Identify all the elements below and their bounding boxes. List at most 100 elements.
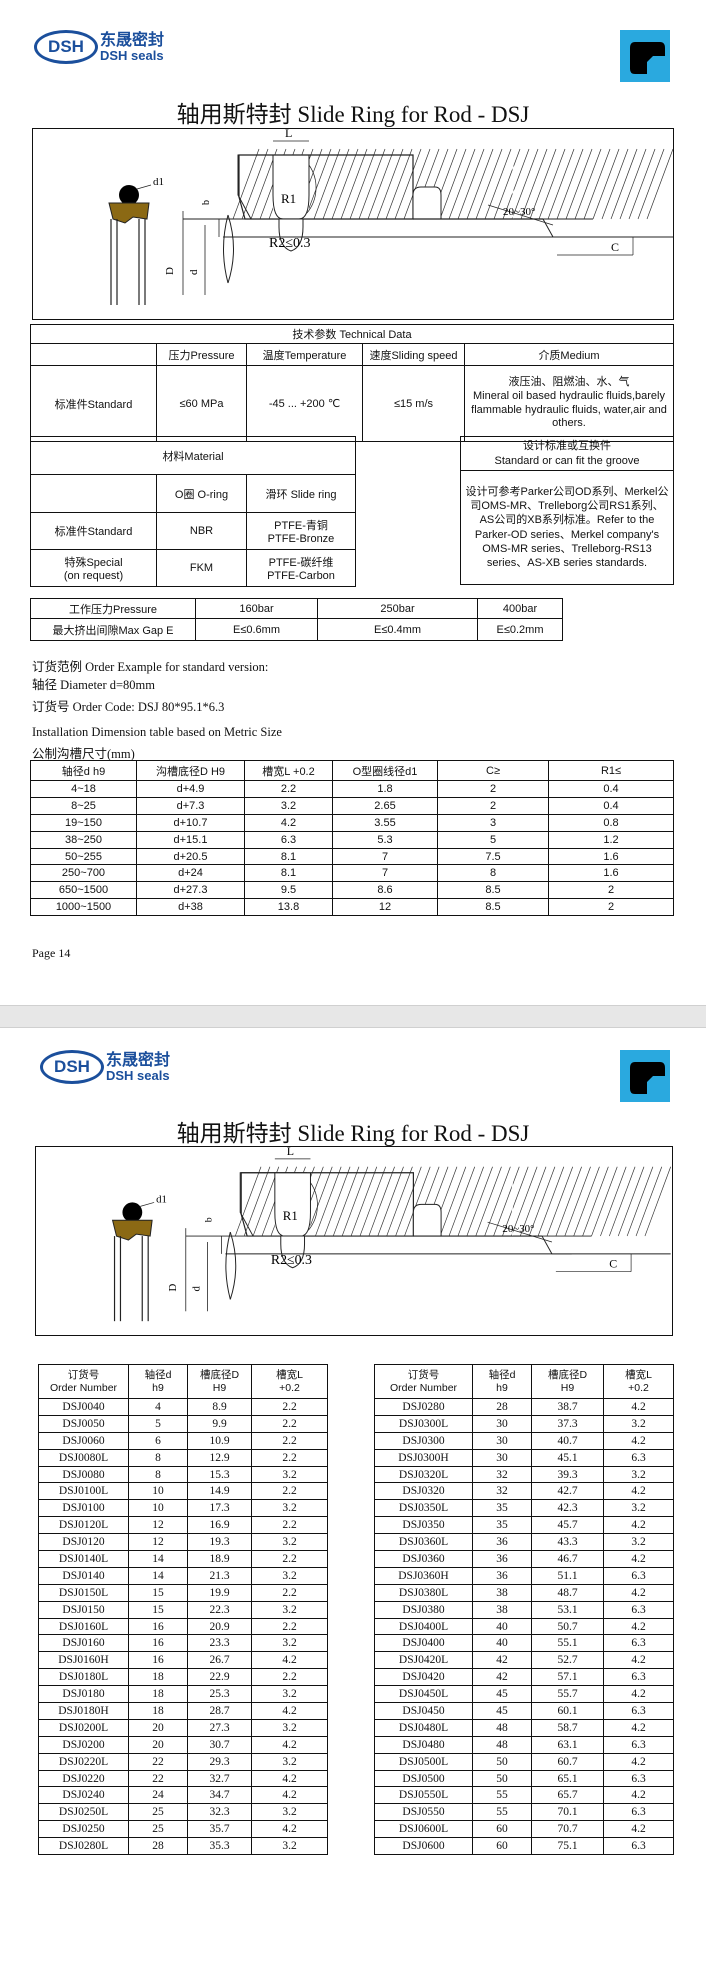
table-cell: 25.3 [187,1685,252,1704]
table-cell: DSJ0120L [38,1516,129,1535]
table-cell: 18 [128,1702,188,1720]
brand-logo-2: DSH 东晟密封 DSH seals [40,1050,170,1084]
table-cell: 4.2 [603,1583,674,1602]
table-cell: 0.8 [548,813,674,832]
table-cell: d+10.7 [136,813,245,832]
table-cell: 4.2 [603,1685,674,1704]
table-cell: DSJ0380 [374,1600,473,1619]
svg-text:C: C [609,1257,617,1271]
table-cell: 9.5 [244,881,333,900]
table-cell: 8.9 [187,1398,252,1416]
table-cell: 3.2 [251,1803,328,1822]
table-cell: 8 [128,1465,188,1484]
table-cell: DSJ0060 [38,1431,129,1450]
table-cell: 8.1 [244,864,333,883]
table-cell: 4.2 [603,1617,674,1636]
table-cell: 2 [437,780,549,798]
table-cell: DSJ0480 [374,1735,473,1754]
material-table: 材料Material O圈 O-ring 滑环 Slide ring 标准件St… [30,436,356,587]
table-cell: 7 [332,847,438,866]
table-cell: 4.2 [603,1820,674,1839]
table-cell: DSJ0320 [374,1482,473,1501]
table-cell: 4.2 [603,1431,674,1450]
table-cell: DSJ0140 [38,1566,129,1585]
table-cell: 42.7 [531,1482,604,1501]
table-cell: 2.2 [251,1516,328,1535]
table-cell: 25 [128,1820,188,1839]
order-example-line3: 订货号 Order Code: DSJ 80*95.1*6.3 [32,700,225,714]
table-cell: 3.2 [251,1752,328,1771]
seal-drawing-2: L R1 R2≤0.3 20~30° C b D d d1 [35,1146,673,1336]
table-cell: 32 [472,1465,532,1484]
mat-special-ring: PTFE-碳纤维 PTFE-Carbon [246,549,356,587]
table-cell: 15.3 [187,1465,252,1484]
order-table-left: 订货号 Order Number 轴径d h9 槽底径D H9 槽宽L +0.2… [38,1364,328,1856]
table-cell: 3.2 [251,1600,328,1619]
order-head-D: 槽底径D H9 [187,1364,252,1399]
table-cell: 3.2 [251,1465,328,1484]
table-cell: DSJ0500 [374,1769,473,1788]
table-cell: 14.9 [187,1482,252,1501]
table-cell: 52.7 [531,1651,604,1670]
table-cell: 5.3 [332,830,438,849]
install-line1: Installation Dimension table based on Me… [32,725,282,739]
table-cell: 3.2 [603,1533,674,1552]
table-cell: DSJ0080L [38,1448,129,1467]
table-cell: 4.2 [603,1516,674,1535]
table-cell: 3.2 [603,1499,674,1518]
table-cell: 8.1 [244,847,333,866]
table-cell: DSJ0120 [38,1533,129,1552]
logo-oval-2: DSH [40,1050,104,1084]
table-cell: 3.2 [603,1465,674,1484]
table-cell: 8.5 [437,881,549,900]
table-cell: 6.3 [603,1448,674,1467]
svg-text:R1: R1 [281,191,296,206]
dimension-table: 轴径d h9 沟槽底径D H9 槽宽L +0.2 O型圈线径d1 C≥ R1≤ … [30,760,674,917]
table-cell: 29.3 [187,1752,252,1771]
table-cell: DSJ0080 [38,1465,129,1484]
table-cell: 4.2 [603,1482,674,1501]
table-cell: 60.1 [531,1702,604,1720]
table-cell: 12 [128,1516,188,1535]
install-line2: 公制沟槽尺寸(mm) [32,747,135,761]
table-cell: 50.7 [531,1617,604,1636]
table-cell: DSJ0220L [38,1752,129,1771]
table-cell: 46.7 [531,1550,604,1568]
table-cell: 19.3 [187,1533,252,1552]
table-cell: 36 [472,1533,532,1552]
svg-text:L: L [285,129,292,140]
table-cell: 7 [332,864,438,883]
table-cell: 8~25 [30,796,137,815]
page-separator [0,1005,706,1028]
table-cell: 48 [472,1735,532,1754]
table-cell: DSJ0150L [38,1583,129,1602]
table-cell: 2.2 [251,1398,328,1416]
table-cell: 1000~1500 [30,898,137,917]
order-table-right: 订货号 Order Number 轴径d h9 槽底径D H9 槽宽L +0.2… [374,1364,674,1856]
table-cell: 16.9 [187,1516,252,1535]
page-title-2: 轴用斯特封 Slide Ring for Rod - DSJ [176,1121,530,1146]
dim-head-d1: O型圈线径d1 [332,760,438,781]
dim-head-C: C≥ [437,760,549,781]
seal-profile-icon [620,30,670,82]
